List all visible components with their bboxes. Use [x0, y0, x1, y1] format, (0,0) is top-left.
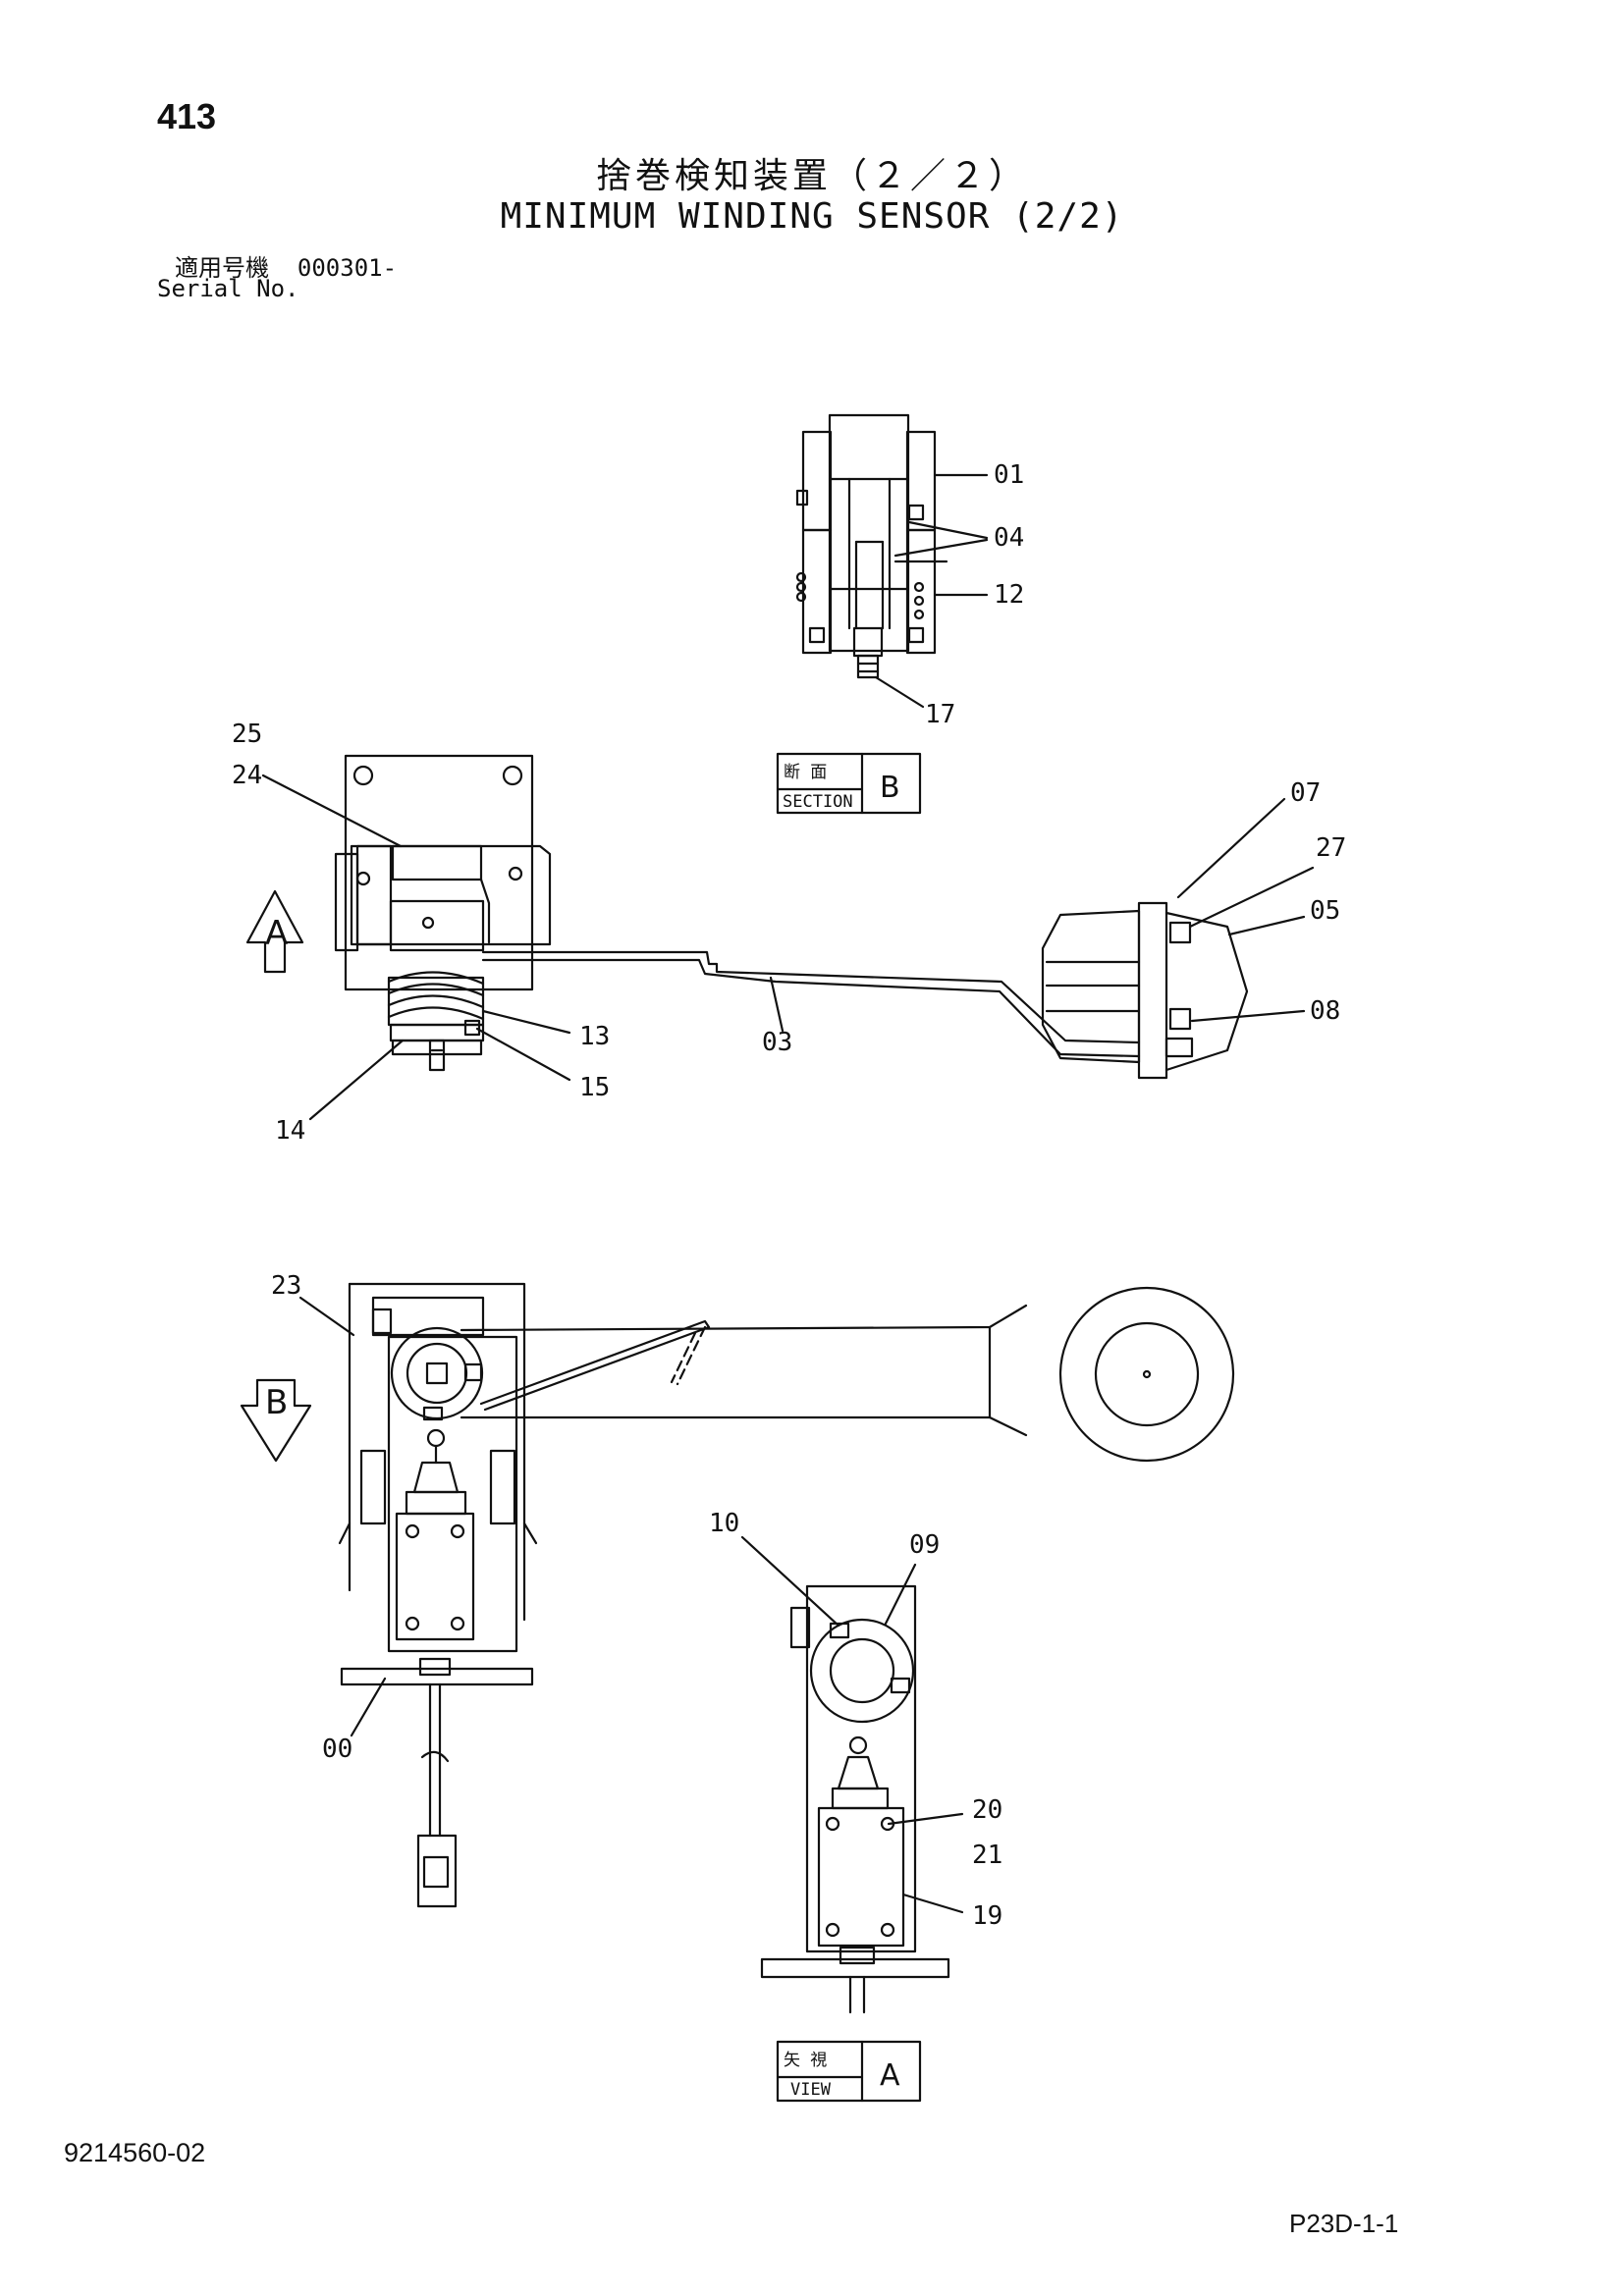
view-label-en: VIEW — [790, 2080, 832, 2100]
callout-09: 09 — [909, 1530, 940, 1560]
page-reference: P23D-1-1 — [1289, 2209, 1399, 2238]
top-view — [298, 1282, 1235, 1908]
callout-08: 08 — [1310, 996, 1340, 1026]
callout-17: 17 — [925, 700, 955, 729]
callout-20: 20 — [972, 1795, 1002, 1825]
callout-23: 23 — [271, 1271, 301, 1301]
view-letter: A — [880, 2058, 900, 2093]
callout-15: 15 — [579, 1073, 610, 1102]
callout-05: 05 — [1310, 896, 1340, 926]
view-label-jp: 矢 視 — [784, 2051, 827, 2070]
callout-03: 03 — [762, 1028, 792, 1057]
title-english: MINIMUM WINDING SENSOR (2/2) — [500, 196, 1124, 237]
view-b-arrow-letter: B — [265, 1383, 288, 1422]
callout-12: 12 — [994, 580, 1024, 610]
view-a-arrow — [245, 889, 304, 974]
callout-21: 21 — [972, 1841, 1002, 1870]
serial-row-japanese: 適用号機 000301- — [175, 248, 397, 283]
section-b-label-box — [776, 752, 922, 815]
callout-07: 07 — [1290, 778, 1321, 808]
section-label-jp: 断 面 — [784, 763, 827, 782]
section-letter: B — [880, 771, 900, 805]
view-a-detail — [740, 1535, 964, 2014]
callout-00: 00 — [322, 1735, 352, 1764]
callout-10: 10 — [709, 1509, 739, 1538]
callout-19: 19 — [972, 1901, 1002, 1931]
page-number: 413 — [157, 96, 217, 136]
view-a-label-box — [776, 2040, 922, 2103]
section-b-view — [795, 413, 989, 709]
serial-label-english: Serial No. — [157, 275, 299, 302]
callout-04: 04 — [994, 523, 1024, 553]
document-number: 9214560-02 — [64, 2138, 206, 2167]
side-view — [261, 754, 1315, 1121]
view-b-arrow — [240, 1378, 312, 1463]
section-label-en: SECTION — [783, 792, 853, 812]
callout-24: 24 — [232, 761, 262, 790]
serial-label-japanese: 適用号機 — [175, 254, 269, 282]
callout-13: 13 — [579, 1022, 610, 1051]
serial-value: 000301- — [297, 254, 398, 282]
title-japanese: 捨巻検知装置（２／２） — [595, 156, 1028, 196]
callout-25: 25 — [232, 720, 262, 749]
callout-01: 01 — [994, 460, 1024, 490]
callout-27: 27 — [1316, 833, 1346, 863]
callout-14: 14 — [275, 1116, 305, 1146]
view-a-arrow-letter: A — [265, 914, 288, 953]
